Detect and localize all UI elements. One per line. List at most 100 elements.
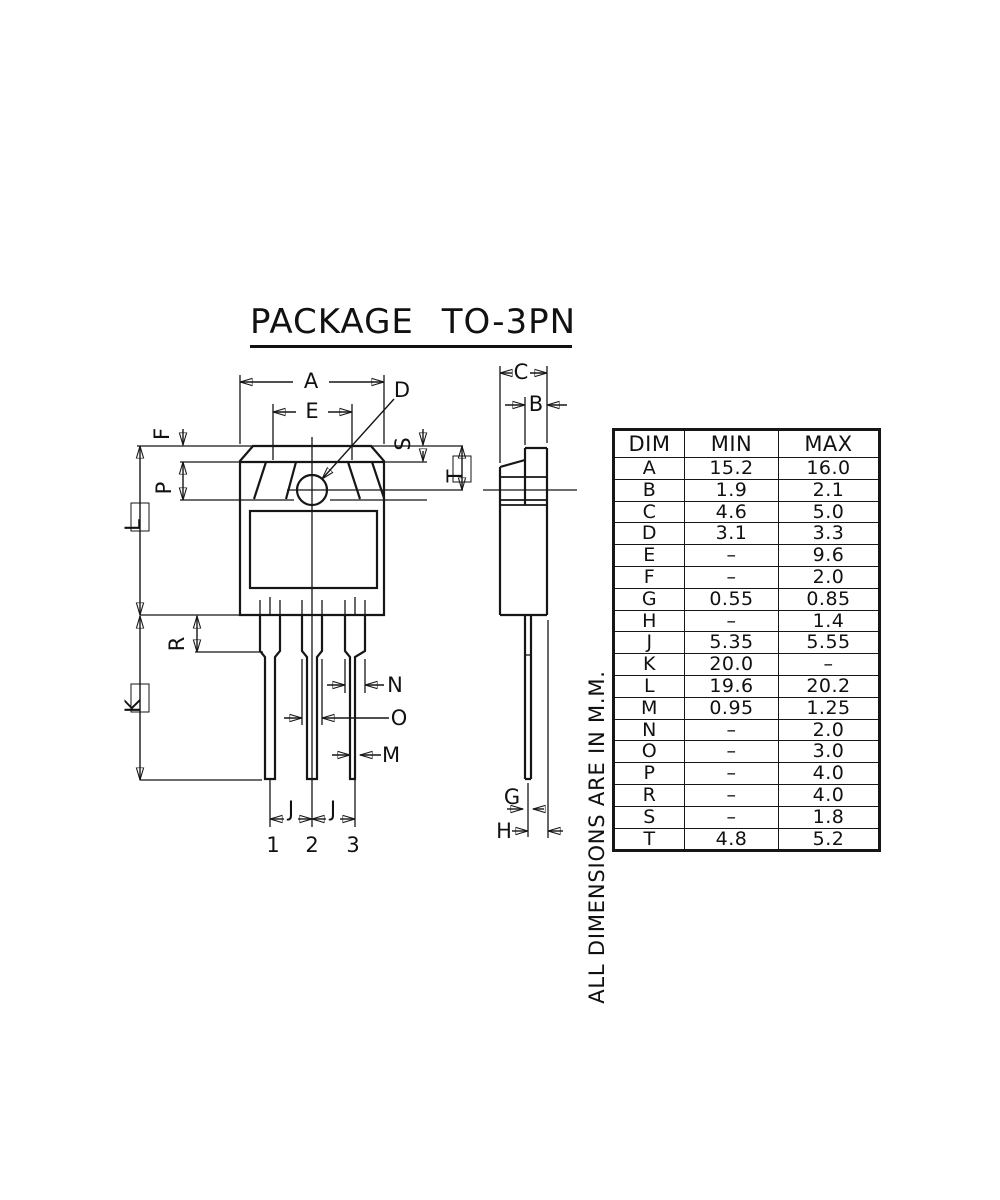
front-reference-lines [137, 437, 463, 827]
table-row: F–2.0 [613, 565, 880, 589]
cell-min: 4.8 [684, 827, 779, 852]
dim-label-c: C [514, 360, 529, 384]
dim-D: D [322, 378, 410, 479]
cell-min: – [684, 762, 779, 785]
front-body-outline [238, 444, 386, 617]
cell-dim: T [613, 827, 685, 852]
die-pad-outline [248, 509, 379, 590]
cell-min: 4.6 [684, 500, 779, 524]
cell-dim: K [613, 653, 685, 676]
dim-label-r: R [165, 637, 189, 652]
dim-label-g: G [504, 785, 520, 809]
dim-label-b: B [529, 392, 543, 416]
dim-label-h: H [496, 819, 512, 843]
cell-max: 3.3 [778, 522, 880, 546]
header-dim: DIM [613, 429, 685, 458]
front-pins [258, 597, 367, 827]
dim-S: S [391, 429, 423, 461]
cell-dim: O [613, 740, 685, 764]
cell-dim: C [613, 500, 685, 524]
cell-max: 5.0 [778, 500, 880, 524]
cell-min: 0.95 [684, 696, 779, 720]
dim-label-j-right: J [328, 797, 336, 821]
dim-label-f: F [150, 428, 174, 440]
pin-number-3: 3 [346, 833, 359, 857]
pin-number-2: 2 [305, 833, 318, 857]
dim-label-j-left: J [286, 797, 294, 821]
cell-max: 1.25 [778, 696, 880, 720]
header-max: MAX [778, 429, 880, 458]
table-row: R–4.0 [613, 783, 880, 807]
dim-B: B [505, 392, 567, 416]
dim-label-a: A [304, 369, 319, 393]
dim-H: H [496, 819, 563, 843]
cell-min: – [684, 565, 779, 589]
cell-dim: L [613, 674, 685, 698]
cell-max: 1.4 [778, 609, 880, 633]
dim-label-e: E [305, 399, 318, 423]
table-row: S–1.8 [613, 805, 880, 829]
cell-max: 16.0 [778, 457, 880, 480]
cell-min: – [684, 544, 779, 567]
dim-R: R [165, 616, 197, 652]
mounting-hole [295, 473, 329, 507]
cell-max: 4.0 [778, 783, 880, 807]
dim-J-left: J [270, 797, 312, 821]
dim-G: G [504, 785, 544, 809]
dim-label-n: N [387, 673, 403, 697]
table-row: O–3.0 [613, 740, 880, 764]
side-view: C B G H [483, 360, 577, 843]
dim-label-l: L [121, 519, 145, 531]
cell-dim: A [613, 457, 685, 480]
cell-dim: N [613, 718, 685, 742]
side-reference-lines [483, 366, 577, 838]
cell-max: 2.1 [778, 478, 880, 502]
pin-numbers: 1 2 3 [266, 833, 359, 857]
dim-J-right: J [312, 797, 355, 821]
cell-max: 0.85 [778, 587, 880, 611]
units-note: ALL DIMENSIONS ARE IN M.M. [585, 670, 609, 1004]
dim-T: T [443, 446, 472, 490]
cell-max: 2.0 [778, 718, 880, 742]
cell-min: 19.6 [684, 674, 779, 698]
cell-max: 20.2 [778, 674, 880, 698]
dim-label-o: O [391, 706, 408, 730]
front-view: A E D F S [121, 369, 472, 857]
table-row: H–1.4 [613, 609, 880, 633]
header-min: MIN [684, 429, 779, 458]
table-row: E–9.6 [613, 544, 880, 567]
dim-O: O [284, 659, 407, 730]
side-body-outline [498, 446, 549, 617]
cell-dim: B [613, 478, 685, 502]
dim-label-t: T [443, 469, 467, 483]
dim-N: N [327, 659, 403, 697]
cell-max: 4.0 [778, 762, 880, 785]
cell-min: 0.55 [684, 587, 779, 611]
dim-label-p: P [152, 482, 176, 495]
dim-C: C [500, 360, 547, 384]
cell-min: – [684, 805, 779, 829]
dim-label-k: K [121, 698, 145, 713]
cell-min: – [684, 740, 779, 764]
cell-min: 15.2 [684, 457, 779, 480]
dim-L: L [121, 446, 150, 615]
pin-number-1: 1 [266, 833, 279, 857]
cell-dim: M [613, 696, 685, 720]
dim-label-m: M [382, 743, 400, 767]
cell-max: 1.8 [778, 805, 880, 829]
cell-min: 3.1 [684, 522, 779, 546]
cell-dim: S [613, 805, 685, 829]
table-header-row: DIM MIN MAX [613, 429, 880, 458]
